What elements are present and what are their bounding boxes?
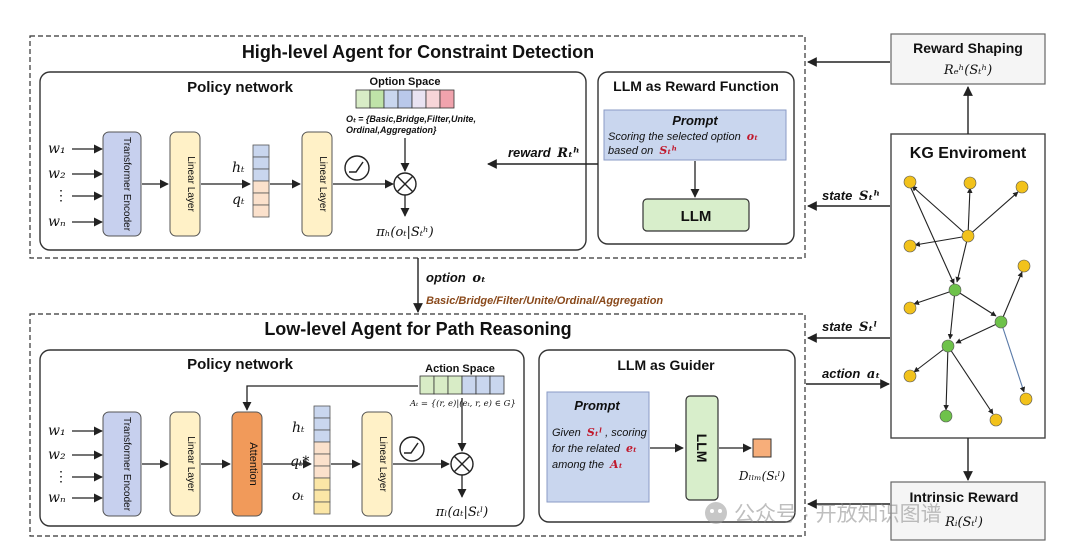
option-cell xyxy=(411,89,427,109)
high-input-dots: ⋮ xyxy=(54,187,68,203)
watermark: 公众号 · 开放知识图谱 xyxy=(705,502,942,526)
high-option-definition-2: Ordinal,Aggregation} xyxy=(346,125,437,135)
high-option-space-label: Option Space xyxy=(370,76,441,88)
option-cell xyxy=(355,89,371,109)
low-policy-network-title: Policy network xyxy=(187,356,294,373)
state-high-arrow-label: state Sₜʰ xyxy=(822,188,880,204)
high-linear-layer-2-label: Linear Layer xyxy=(317,156,328,212)
low-prompt-line-3: among the Aₜ xyxy=(552,458,623,471)
high-prompt-text-1: Scoring the selected option oₜ xyxy=(608,130,758,143)
low-llm-label: LLM xyxy=(694,434,710,463)
high-multiply-icon xyxy=(393,172,417,196)
low-input-dots: ⋮ xyxy=(54,468,68,484)
low-linear-layer-2-label: Linear Layer xyxy=(377,436,388,492)
high-state-vector xyxy=(252,144,270,218)
low-llm-box xyxy=(685,395,719,501)
low-prompt-line-1: Given Sₜˡ , scoring xyxy=(552,426,648,439)
low-input-wn: wₙ xyxy=(48,490,66,506)
high-activation-icon xyxy=(344,155,370,181)
high-input-w2: w₂ xyxy=(48,166,66,182)
high-policy-network-title: Policy network xyxy=(187,79,294,96)
kg-graph xyxy=(909,185,1026,415)
low-level-agent-title: Low-level Agent for Path Reasoning xyxy=(264,319,571,339)
high-linear-layer-1-label: Linear Layer xyxy=(185,156,196,212)
reward-shaping-box xyxy=(890,33,1046,85)
low-input-w2: w₂ xyxy=(48,447,66,463)
option-cell xyxy=(425,89,441,109)
low-attention-label: Attention xyxy=(247,442,259,485)
low-action-definition: Aₜ = {(r, e)|(eₜ, r, e) ∈ G} xyxy=(409,398,516,409)
low-ot-label: oₜ xyxy=(292,488,304,504)
high-linear-layer-1 xyxy=(169,131,201,237)
dllm-score-box xyxy=(752,438,772,458)
low-transformer-encoder xyxy=(102,411,142,517)
high-level-agent-title: High-level Agent for Constraint Detectio… xyxy=(242,42,594,62)
option-cell xyxy=(369,89,385,109)
low-linear-layer-1-label: Linear Layer xyxy=(185,436,196,492)
high-inputs: w₁ w₂ ⋮ wₙ xyxy=(48,141,103,230)
high-policy-output: πₕ(oₜ|Sₜʰ) xyxy=(375,225,433,240)
intrinsic-reward-formula: Rᵢ(Sₜˡ) xyxy=(944,515,983,530)
high-prompt-text-2: based on Sₜʰ xyxy=(608,144,677,157)
high-qt-label: qₜ xyxy=(232,192,245,208)
low-input-w1: w₁ xyxy=(48,423,66,439)
low-state-vector xyxy=(313,405,331,515)
reward-shaping-title: Reward Shaping xyxy=(913,40,1023,56)
action-arrow-label: action aₜ xyxy=(822,366,880,382)
dllm-score-label: Dₗₗₘ(Sₜˡ) xyxy=(738,469,786,483)
low-inputs: w₁ w₂ ⋮ wₙ xyxy=(48,423,103,506)
watermark-text: 公众号 · 开放知识图谱 xyxy=(734,503,942,526)
intrinsic-reward-box xyxy=(890,481,1046,541)
option-cell xyxy=(383,89,399,109)
low-activation-icon xyxy=(399,436,425,462)
high-option-space-bar xyxy=(355,89,455,109)
option-cell xyxy=(439,89,455,109)
low-policy-output: πₗ(aₜ|Sₜˡ) xyxy=(435,505,488,520)
state-low-arrow-label: state Sₜˡ xyxy=(822,319,877,335)
low-action-space-label: Action Space xyxy=(425,363,495,375)
low-attention-block xyxy=(231,411,263,517)
low-linear-layer-2 xyxy=(361,411,393,517)
kg-nodes xyxy=(903,175,1033,427)
option-cell xyxy=(397,89,413,109)
low-level-agent-frame xyxy=(29,313,806,537)
low-prompt-line-2: for the related eₜ xyxy=(552,442,637,455)
low-qt-star-label: qₜ* xyxy=(290,454,309,470)
low-transformer-encoder-label: Transformer Encoder xyxy=(121,417,132,512)
high-input-w1: w₁ xyxy=(48,141,66,157)
low-multiply-icon xyxy=(450,452,474,476)
reward-shaping-formula: Rₑʰ(Sₜʰ) xyxy=(943,63,992,78)
high-linear-layer-2 xyxy=(301,131,333,237)
low-ht-label: hₜ xyxy=(292,420,305,436)
low-linear-layer-1 xyxy=(169,411,201,517)
llm-guider-title: LLM as Guider xyxy=(617,357,715,373)
intrinsic-reward-title: Intrinsic Reward xyxy=(910,489,1019,505)
high-prompt-box xyxy=(603,109,787,161)
llm-reward-function-title: LLM as Reward Function xyxy=(613,78,779,94)
low-policy-network-box xyxy=(39,349,525,527)
kg-environment-title: KG Enviroment xyxy=(910,145,1027,162)
high-option-definition-1: Oₜ = {Basic,Bridge,Filter,Unite, xyxy=(346,114,476,124)
high-llm-box xyxy=(642,198,750,232)
reward-arrow-label: reward Rₜʰ xyxy=(508,145,580,161)
high-input-wn: wₙ xyxy=(48,214,66,230)
option-arrow-label: option oₜ xyxy=(426,270,486,286)
low-prompt-title: Prompt xyxy=(574,398,620,413)
high-prompt-title: Prompt xyxy=(672,113,718,128)
high-ht-label: hₜ xyxy=(232,160,245,176)
low-action-space-bar xyxy=(419,375,505,395)
low-prompt-box xyxy=(546,391,650,503)
high-transformer-encoder-label: Transformer Encoder xyxy=(121,137,132,232)
high-transformer-encoder xyxy=(102,131,142,237)
option-list-label: Basic/Bridge/Filter/Unite/Ordinal/Aggreg… xyxy=(426,295,663,307)
high-llm-label: LLM xyxy=(681,208,712,225)
